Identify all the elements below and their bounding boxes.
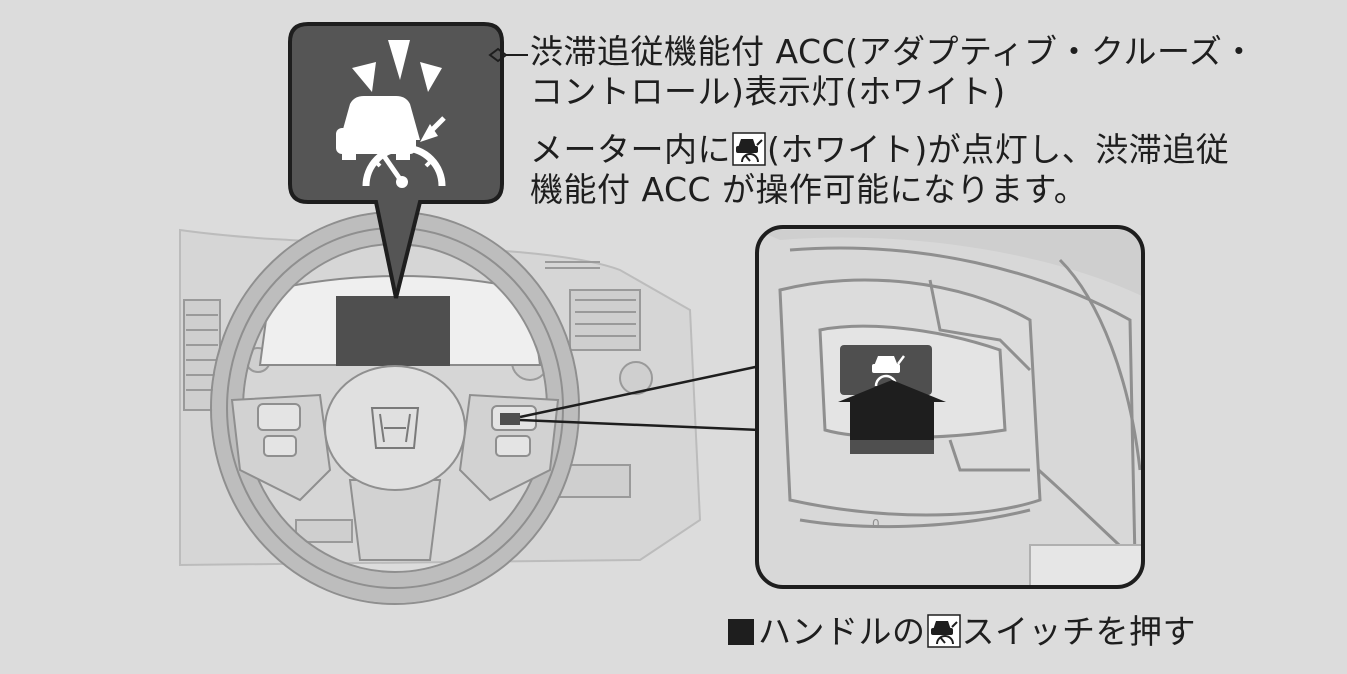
acc-switch-icon xyxy=(732,132,766,166)
switch-caption-pre: ハンドルの xyxy=(758,612,926,651)
zoom-leader-line xyxy=(519,364,761,432)
indicator-callout xyxy=(288,22,504,299)
callout-desc-pre: メーター内に xyxy=(530,130,731,169)
callout-desc-line-2: 機能付 ACC が操作可能になります。 xyxy=(530,170,1088,209)
callout-title-line-2: コントロール)表示灯(ホワイト) xyxy=(530,72,1006,111)
svg-text:0: 0 xyxy=(872,517,880,531)
callout-desc-post: (ホワイト)が点灯し、渋滞追従 xyxy=(767,130,1230,169)
acc-switch-icon xyxy=(926,614,961,648)
switch-caption: ハンドルの スイッチを押す xyxy=(728,612,1196,652)
callout-title-line-1: 渋滞追従機能付 ACC(アダプティブ・クルーズ・ xyxy=(530,32,1256,71)
traffic-jam-acc-indicator-icon xyxy=(336,40,446,188)
meter-display xyxy=(258,275,542,366)
switch-caption-post: スイッチを押す xyxy=(961,612,1196,651)
callout-description: メーター内に (ホワイト)が点灯し、渋滞追従 機能付 ACC が操作可能になりま… xyxy=(530,130,1229,210)
square-bullet-icon xyxy=(728,619,754,645)
honda-h-emblem xyxy=(370,407,420,449)
callout-title: 渋滞追従機能付 ACC(アダプティブ・クルーズ・ コントロール)表示灯(ホワイト… xyxy=(530,32,1256,112)
switch-zoom-panel: 0 xyxy=(755,225,1145,589)
title-leader xyxy=(488,47,528,63)
acc-switch-small xyxy=(500,413,520,425)
callout-desc-line-1: メーター内に (ホワイト)が点灯し、渋滞追従 xyxy=(530,130,1229,170)
press-arrow-icon xyxy=(838,380,946,454)
